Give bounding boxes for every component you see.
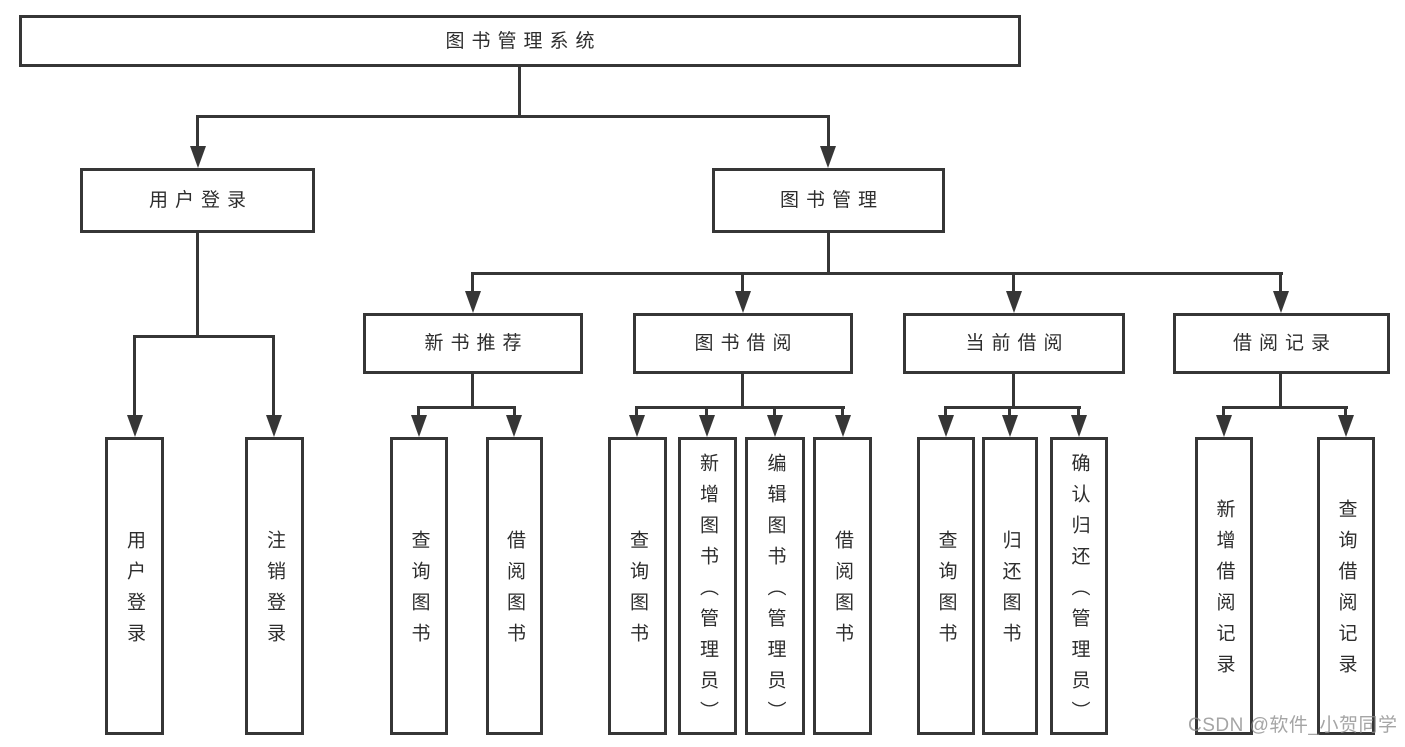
connector-line [133, 335, 136, 417]
node-user-login: 用户登录 [80, 168, 315, 233]
node-borrowing-records: 借阅记录 [1173, 313, 1390, 374]
leaf-user-login-label: 用户登录 [124, 530, 145, 654]
leaf-borrowing-edit-books-admin-label: 编辑图书（管理员） [764, 452, 786, 732]
connector-line [827, 115, 830, 148]
connector-line [773, 406, 776, 417]
connector-line [1077, 406, 1080, 417]
arrow-down-icon [1002, 415, 1018, 437]
leaf-current-return-books: 归还图书 [982, 437, 1038, 735]
connector-line [1012, 374, 1015, 409]
connector-line [417, 406, 420, 417]
arrow-down-icon [506, 415, 522, 437]
arrow-down-icon [1071, 415, 1087, 437]
arrow-down-icon [1006, 291, 1022, 313]
connector-line [1008, 406, 1011, 417]
leaf-records-query-record: 查询借阅记录 [1317, 437, 1375, 735]
leaf-user-login: 用户登录 [105, 437, 164, 735]
node-new-book-recommend: 新书推荐 [363, 313, 583, 374]
arrow-down-icon [699, 415, 715, 437]
connector-line [635, 406, 638, 417]
connector-line [518, 66, 521, 118]
leaf-borrowing-add-books-admin: 新增图书（管理员） [678, 437, 737, 735]
leaf-borrowing-add-books-admin-label: 新增图书（管理员） [697, 452, 718, 732]
watermark: CSDN @软件_小贺同学 [1188, 715, 1398, 736]
leaf-records-add-record-label: 新增借阅记录 [1213, 499, 1235, 685]
connector-line [133, 335, 275, 338]
connector-line [705, 406, 708, 417]
arrow-down-icon [190, 146, 206, 168]
node-user-login-label: 用户登录 [148, 190, 253, 211]
connector-line [827, 233, 830, 275]
leaf-current-return-books-label: 归还图书 [999, 530, 1021, 654]
leaf-recommend-query-books: 查询图书 [390, 437, 448, 735]
connector-line [417, 406, 516, 409]
connector-line [513, 406, 516, 417]
leaf-borrowing-query-books: 查询图书 [608, 437, 667, 735]
node-new-book-recommend-label: 新书推荐 [424, 333, 529, 354]
leaf-recommend-borrow-books: 借阅图书 [486, 437, 543, 735]
node-book-borrowing-label: 图书借阅 [694, 333, 799, 354]
arrow-down-icon [820, 146, 836, 168]
leaf-current-confirm-return-admin: 确认归还（管理员） [1050, 437, 1108, 735]
leaf-recommend-borrow-books-label: 借阅图书 [504, 530, 525, 654]
connector-line [944, 406, 1081, 409]
leaf-logout-label: 注销登录 [264, 530, 285, 654]
node-current-borrowing: 当前借阅 [903, 313, 1125, 374]
arrow-down-icon [1338, 415, 1354, 437]
node-current-borrowing-label: 当前借阅 [965, 333, 1070, 354]
leaf-borrowing-edit-books-admin: 编辑图书（管理员） [745, 437, 805, 735]
connector-line [1279, 272, 1282, 293]
node-root-label: 图书管理系统 [445, 30, 602, 52]
connector-line [1344, 406, 1347, 417]
arrow-down-icon [767, 415, 783, 437]
arrow-down-icon [411, 415, 427, 437]
leaf-current-query-books-label: 查询图书 [935, 530, 957, 654]
connector-line [944, 406, 947, 417]
connector-line [741, 272, 744, 293]
arrow-down-icon [938, 415, 954, 437]
connector-line [272, 335, 275, 417]
node-book-management: 图书管理 [712, 168, 945, 233]
node-borrowing-records-label: 借阅记录 [1232, 333, 1337, 354]
arrow-down-icon [629, 415, 645, 437]
connector-line [1012, 272, 1015, 293]
connector-line [1222, 406, 1225, 417]
arrow-down-icon [1216, 415, 1232, 437]
connector-line [741, 374, 744, 409]
connector-line [196, 233, 199, 338]
leaf-records-add-record: 新增借阅记录 [1195, 437, 1253, 735]
connector-line [635, 406, 845, 409]
leaf-records-query-record-label: 查询借阅记录 [1335, 499, 1357, 685]
connector-line [471, 374, 474, 409]
leaf-borrowing-query-books-label: 查询图书 [627, 530, 648, 654]
leaf-logout: 注销登录 [245, 437, 304, 735]
arrow-down-icon [127, 415, 143, 437]
connector-line [471, 272, 1283, 275]
arrow-down-icon [735, 291, 751, 313]
connector-line [1222, 406, 1348, 409]
leaf-current-confirm-return-admin-label: 确认归还（管理员） [1068, 452, 1090, 732]
leaf-current-query-books: 查询图书 [917, 437, 975, 735]
leaf-recommend-query-books-label: 查询图书 [408, 530, 430, 654]
connector-line [1279, 374, 1282, 409]
connector-line [471, 272, 474, 293]
arrow-down-icon [266, 415, 282, 437]
leaf-borrowing-borrow-books-label: 借阅图书 [832, 530, 853, 654]
leaf-borrowing-borrow-books: 借阅图书 [813, 437, 872, 735]
node-book-management-label: 图书管理 [779, 190, 884, 211]
node-root: 图书管理系统 [19, 15, 1021, 67]
arrow-down-icon [835, 415, 851, 437]
node-book-borrowing: 图书借阅 [633, 313, 853, 374]
arrow-down-icon [465, 291, 481, 313]
connector-line [196, 115, 199, 148]
connector-line [196, 115, 830, 118]
arrow-down-icon [1273, 291, 1289, 313]
connector-line [841, 406, 844, 417]
